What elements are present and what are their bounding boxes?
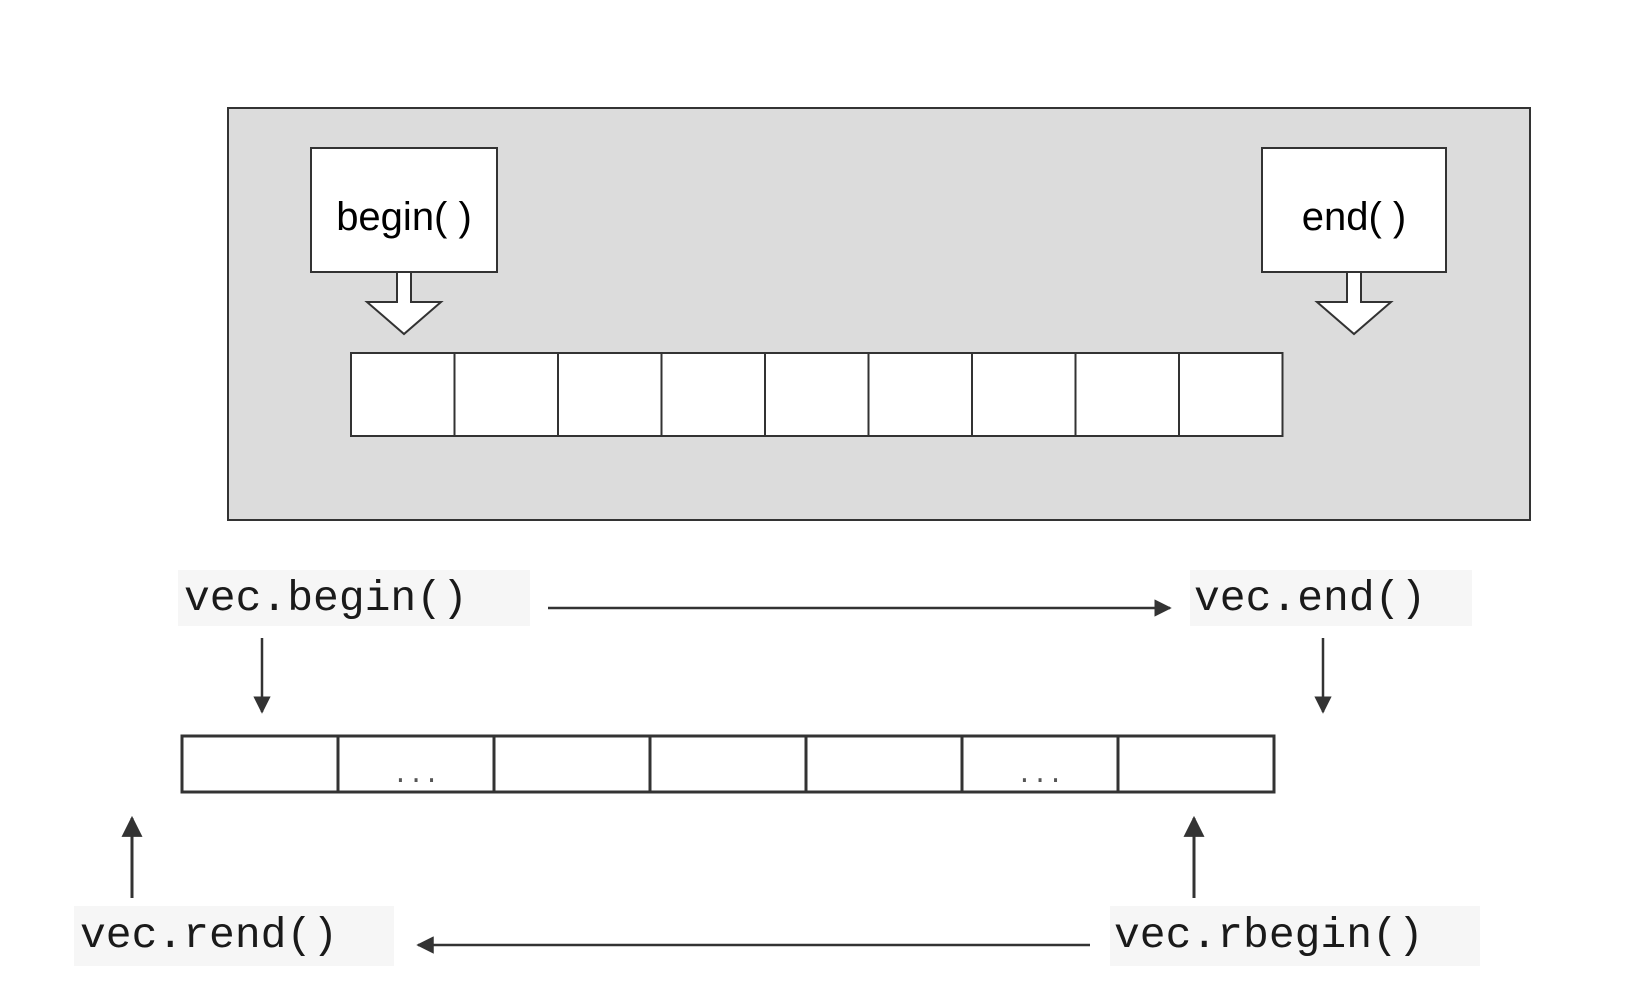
top-array-cell (1074, 352, 1180, 437)
begin-box (310, 147, 498, 273)
vec-begin-label-bg (178, 570, 530, 626)
vec-rend-label-bg (74, 906, 394, 966)
bottom-array-cell (648, 734, 808, 794)
bottom-array-ellipsis: ... (393, 760, 440, 790)
bottom-array-ellipsis: ... (1017, 760, 1064, 790)
top-array (350, 352, 1284, 437)
top-array-cell (764, 352, 870, 437)
vec-begin-label: vec.begin() (184, 574, 468, 623)
end-pointer-arrow (1314, 271, 1394, 336)
vec-rbegin-label: vec.rbegin() (1114, 911, 1424, 960)
top-array-cell (453, 352, 559, 437)
bottom-array-cell (1116, 734, 1276, 794)
bottom-array-cell (492, 734, 652, 794)
bottom-array-cell (180, 734, 340, 794)
vec-rend-label: vec.rend() (80, 911, 338, 960)
top-array-cell (557, 352, 663, 437)
vec-end-label-bg (1190, 570, 1472, 626)
top-array-cell (1178, 352, 1284, 437)
bottom-array-cell (804, 734, 964, 794)
top-array-cell (867, 352, 973, 437)
bottom-array-cell (336, 734, 496, 794)
vec-end-label: vec.end() (1194, 574, 1426, 623)
end-box (1261, 147, 1447, 273)
begin-label: begin( ) (336, 195, 472, 239)
bottom-array: ...... (180, 734, 1276, 794)
begin-pointer-arrow (364, 271, 444, 336)
top-array-cell (350, 352, 456, 437)
top-array-cell (660, 352, 766, 437)
top-array-cell (971, 352, 1077, 437)
vec-rbegin-label-bg (1110, 906, 1480, 966)
end-label: end( ) (1302, 195, 1407, 239)
